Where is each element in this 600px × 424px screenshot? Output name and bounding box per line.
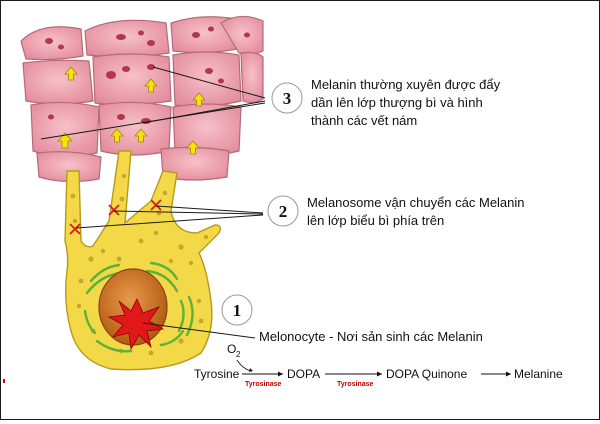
callout-3: 3 Melanin thường xuyên được đẩy dần lên … bbox=[271, 77, 501, 128]
keratinocyte-cell bbox=[84, 19, 170, 58]
up-arrow-icon bbox=[64, 66, 78, 81]
callout-number-circle bbox=[221, 294, 253, 326]
up-arrow-icon bbox=[57, 132, 73, 149]
callout-line: lên lớp biểu bì phía trên bbox=[307, 213, 444, 228]
oxygen-subscript: 2 bbox=[236, 350, 241, 359]
leader-lines bbox=[40, 66, 266, 339]
up-arrow-icon bbox=[134, 128, 148, 143]
up-arrow-icon bbox=[186, 140, 200, 155]
arrow-right-icon bbox=[506, 371, 511, 377]
synthesis-pathway: O 2 Tyrosine Tyrosinase DOPA Tyrosinase … bbox=[194, 342, 563, 388]
enzyme-label: Tyrosinase bbox=[337, 381, 374, 388]
callout-1: 1 Melonocyte - Nơi sản sinh các Melanin bbox=[221, 294, 483, 344]
callout-line: Melanosome vận chuyển các Melanin bbox=[307, 195, 525, 210]
callout-line: Melonocyte - Nơi sản sinh các Melanin bbox=[259, 329, 483, 344]
x-marker-icon bbox=[108, 204, 120, 216]
arrow-right-icon bbox=[278, 371, 283, 377]
keratinocyte-cell bbox=[22, 59, 94, 105]
pathway-step: Melanine bbox=[514, 367, 563, 381]
enzyme-label: Tyrosinase bbox=[245, 381, 282, 388]
pathway-step: Tyrosine bbox=[194, 367, 240, 381]
arrow-right-icon bbox=[377, 371, 382, 377]
up-arrow-icon bbox=[144, 78, 158, 93]
keratinocyte-cell bbox=[30, 101, 100, 158]
callout-2: 2 Melanosome vận chuyển các Melanin lên … bbox=[267, 195, 525, 228]
up-arrow-icon bbox=[192, 92, 206, 107]
callout-number: 2 bbox=[279, 202, 288, 221]
callout-line: Melanin thường xuyên được đẩy bbox=[311, 77, 501, 92]
keratinocyte-layer bbox=[20, 15, 264, 183]
callout-line: thành các vết nám bbox=[311, 113, 417, 128]
edge-marker bbox=[3, 379, 5, 383]
callout-number: 1 bbox=[233, 301, 242, 320]
up-arrow-icon bbox=[110, 128, 124, 143]
keratinocyte-cell bbox=[172, 51, 242, 107]
melanin-burst-icon bbox=[107, 298, 165, 351]
keratinocyte-cell bbox=[92, 53, 172, 106]
upward-arrow-icons bbox=[57, 66, 206, 155]
pathway-step: DOPA bbox=[287, 367, 320, 381]
keratinocyte-cell bbox=[98, 101, 172, 156]
x-marker-icon bbox=[150, 199, 162, 211]
x-marker-icon bbox=[69, 223, 81, 235]
oxygen-label: O bbox=[227, 342, 236, 356]
pathway-step: DOPA Quinone bbox=[386, 367, 467, 381]
keratinocyte-cell bbox=[36, 151, 102, 183]
callout-number-circle bbox=[271, 82, 303, 114]
golgi-organelles bbox=[83, 261, 194, 353]
callout-line: dần lên lớp thượng bì và hình bbox=[311, 95, 483, 110]
keratinocyte-cell bbox=[240, 51, 264, 104]
callout-number-circle bbox=[267, 195, 299, 227]
callout-number: 3 bbox=[283, 89, 292, 108]
keratinocyte-cell bbox=[20, 26, 84, 61]
transport-markers bbox=[69, 199, 162, 235]
